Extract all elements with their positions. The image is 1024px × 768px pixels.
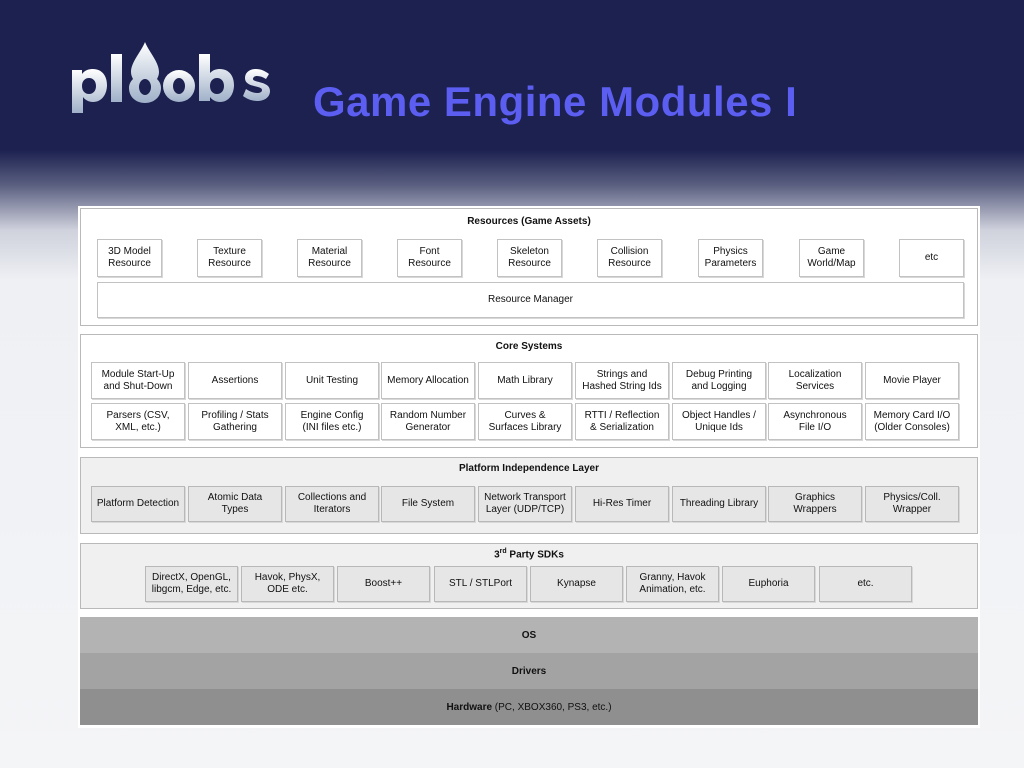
resource-skeleton: Skeleton Resource: [497, 239, 562, 277]
drivers-layer: Drivers: [80, 653, 978, 689]
core-module-startup: Module Start-Up and Shut-Down: [91, 362, 185, 399]
core-localization: Localization Services: [768, 362, 862, 399]
resource-collision: Collision Resource: [597, 239, 662, 277]
platform-detection: Platform Detection: [91, 486, 185, 522]
os-layer: OS: [80, 617, 978, 653]
platform-independence-layer: Platform Independence Layer Platform Det…: [80, 457, 978, 534]
core-memory-allocation: Memory Allocation: [381, 362, 475, 399]
platform-physics-wrapper: Physics/Coll. Wrapper: [865, 486, 959, 522]
core-strings-hashed-ids: Strings and Hashed String Ids: [575, 362, 669, 399]
sdks-layer-title: 3rd Party SDKs: [494, 548, 564, 561]
core-rtti-reflection: RTTI / Reflection & Serialization: [575, 403, 669, 440]
third-party-sdks-layer: 3rd Party SDKs DirectX, OpenGL, libgcm, …: [80, 543, 978, 609]
resource-3d-model: 3D Model Resource: [97, 239, 162, 277]
core-random-number: Random Number Generator: [381, 403, 475, 440]
os-label: OS: [521, 629, 537, 641]
resources-layer: Resources (Game Assets) 3D Model Resourc…: [80, 208, 978, 326]
platform-hi-res-timer: Hi-Res Timer: [575, 486, 669, 522]
resource-font: Font Resource: [397, 239, 462, 277]
resource-manager: Resource Manager: [97, 282, 964, 318]
platform-threading-library: Threading Library: [672, 486, 766, 522]
slide-title: Game Engine Modules I: [313, 78, 798, 125]
core-object-handles: Object Handles / Unique Ids: [672, 403, 766, 440]
sdk-kynapse: Kynapse: [530, 566, 623, 602]
core-async-file-io: Asynchronous File I/O: [768, 403, 862, 440]
sdk-boost: Boost++: [337, 566, 430, 602]
sdk-stl: STL / STLPort: [434, 566, 527, 602]
resource-physics-parameters: Physics Parameters: [698, 239, 763, 277]
core-profiling: Profiling / Stats Gathering: [188, 403, 282, 440]
core-parsers: Parsers (CSV, XML, etc.): [91, 403, 185, 440]
sdk-directx-opengl: DirectX, OpenGL, libgcm, Edge, etc.: [145, 566, 238, 602]
platform-layer-title: Platform Independence Layer: [458, 463, 600, 474]
sdk-euphoria: Euphoria: [722, 566, 815, 602]
platform-network-transport: Network Transport Layer (UDP/TCP): [478, 486, 572, 522]
resource-game-world-map: Game World/Map: [799, 239, 864, 277]
resource-etc: etc: [899, 239, 964, 277]
core-math-library: Math Library: [478, 362, 572, 399]
platform-collections-iterators: Collections and Iterators: [285, 486, 379, 522]
core-assertions: Assertions: [188, 362, 282, 399]
core-engine-config: Engine Config (INI files etc.): [285, 403, 379, 440]
drivers-label: Drivers: [511, 665, 547, 677]
engine-architecture-diagram: Resources (Game Assets) 3D Model Resourc…: [78, 206, 980, 728]
core-debug-printing: Debug Printing and Logging: [672, 362, 766, 399]
hardware-label: Hardware (PC, XBOX360, PS3, etc.): [446, 701, 612, 713]
core-memory-card-io: Memory Card I/O (Older Consoles): [865, 403, 959, 440]
resource-texture: Texture Resource: [197, 239, 262, 277]
sdk-etc: etc.: [819, 566, 912, 602]
platform-atomic-data-types: Atomic Data Types: [188, 486, 282, 522]
resources-layer-title: Resources (Game Assets): [467, 216, 591, 227]
platform-graphics-wrappers: Graphics Wrappers: [768, 486, 862, 522]
sdk-granny-havok-animation: Granny, Havok Animation, etc.: [626, 566, 719, 602]
core-systems-layer-title: Core Systems: [495, 341, 563, 352]
sdk-havok-physx: Havok, PhysX, ODE etc.: [241, 566, 334, 602]
platform-file-system: File System: [381, 486, 475, 522]
resource-material: Material Resource: [297, 239, 362, 277]
core-movie-player: Movie Player: [865, 362, 959, 399]
core-systems-layer: Core Systems Module Start-Up and Shut-Do…: [80, 334, 978, 448]
hardware-layer: Hardware (PC, XBOX360, PS3, etc.): [80, 689, 978, 725]
core-curves-surfaces: Curves & Surfaces Library: [478, 403, 572, 440]
ploobs-logo: [68, 40, 278, 120]
core-unit-testing: Unit Testing: [285, 362, 379, 399]
